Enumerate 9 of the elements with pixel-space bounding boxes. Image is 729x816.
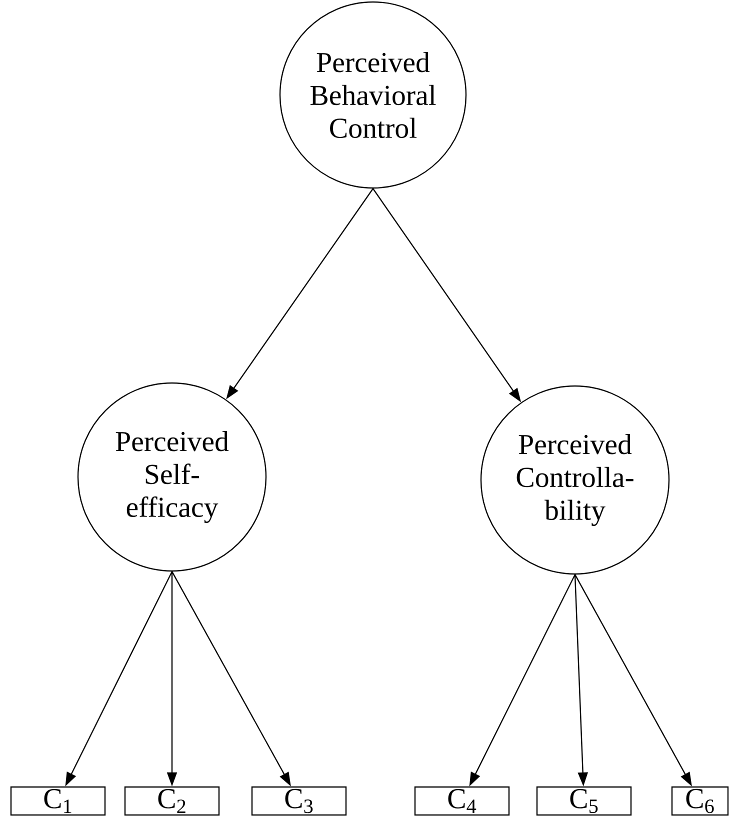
circle-node: Perceived Controlla- bility — [480, 385, 670, 575]
indicator-box: C$_{6}$ — [671, 786, 729, 816]
indicator-box: C$_{1}$ — [10, 786, 106, 816]
indicator-box: C$_{2}$ — [124, 786, 220, 816]
indicator-box: C$_{4}$ — [414, 786, 510, 816]
indicator-box: C$_{5}$ — [536, 786, 632, 816]
circle-node: Perceived Behavioral Control — [279, 1, 467, 189]
circle-node: Perceived Self- efficacy — [77, 382, 267, 572]
indicator-box: C$_{3}$ — [251, 786, 347, 816]
